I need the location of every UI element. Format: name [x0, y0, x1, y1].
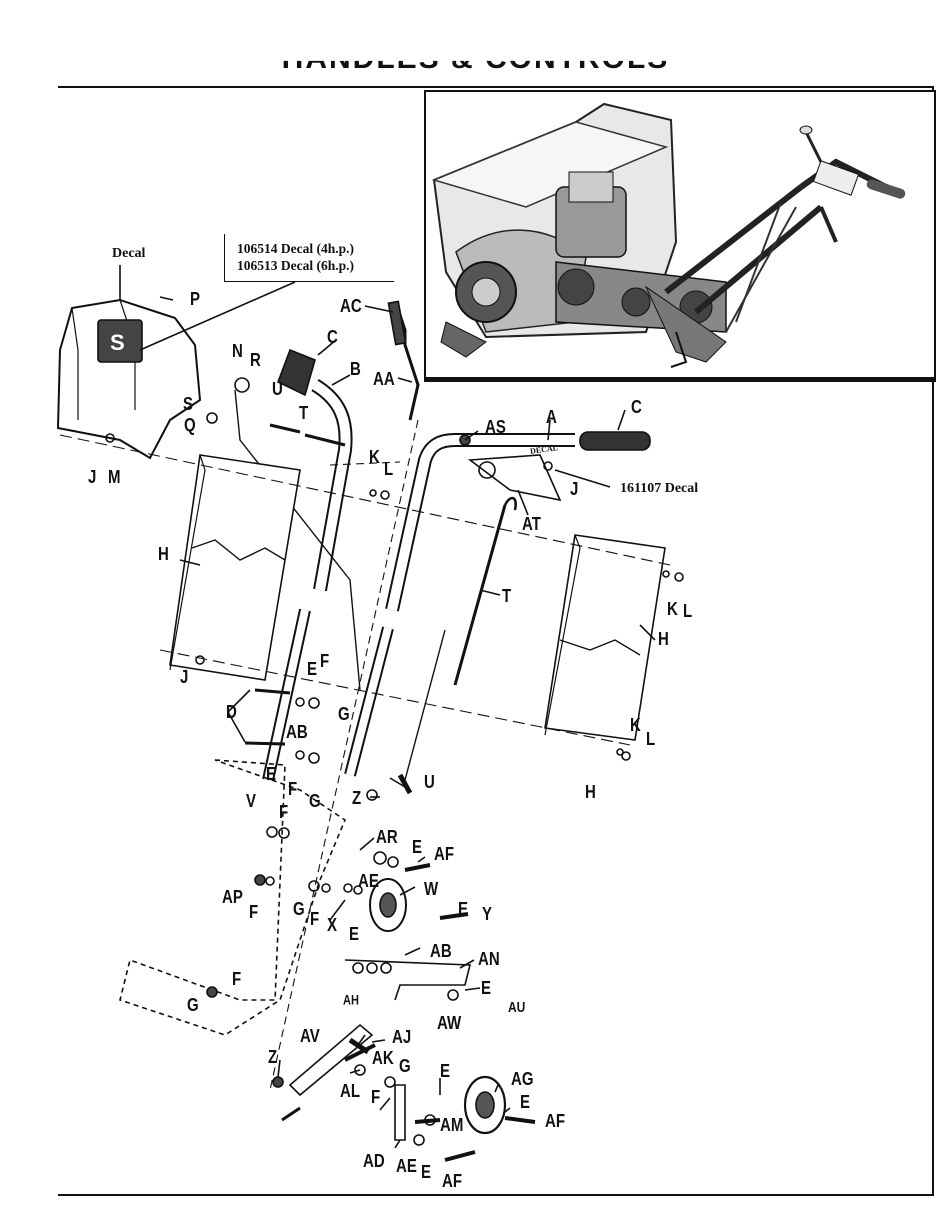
part-label-g4: G [187, 996, 199, 1015]
part-label-ab2: AB [430, 942, 452, 961]
part-label-m: M [108, 468, 121, 487]
part-label-n: N [232, 342, 243, 361]
part-label-e: E [307, 660, 317, 679]
part-label-b: B [350, 360, 361, 379]
svg-text:S: S [110, 330, 125, 355]
part-label-ar: AR [376, 828, 398, 847]
part-label-v: V [246, 792, 256, 811]
part-label-g3: G [293, 900, 305, 919]
part-label-aa: AA [373, 370, 395, 389]
part-label-l2: L [683, 602, 692, 621]
part-label-ak: AK [372, 1049, 394, 1068]
part-label-s: S [183, 395, 193, 414]
part-label-as: AS [485, 418, 506, 437]
part-label-e6: E [481, 979, 491, 998]
part-label-q: Q [184, 416, 196, 435]
part-label-u2: U [424, 773, 435, 792]
part-label-k2: K [667, 600, 678, 619]
part-label-af3: AF [442, 1172, 462, 1191]
part-label-j: J [88, 468, 96, 487]
part-label-h3: H [585, 783, 596, 802]
part-label-an: AN [478, 950, 500, 969]
part-label-k: K [369, 448, 380, 467]
part-label-ap: AP [222, 888, 243, 907]
part-label-e4: E [349, 925, 359, 944]
part-label-ab: AB [286, 723, 308, 742]
part-label-f4: F [249, 903, 258, 922]
part-label-ad: AD [363, 1152, 385, 1171]
part-label-e5: E [458, 900, 468, 919]
part-label-h2: H [658, 630, 669, 649]
part-label-t: T [299, 404, 308, 423]
part-label-c: C [327, 328, 338, 347]
part-label-z2: Z [268, 1048, 277, 1067]
part-label-au: AU [508, 998, 525, 1017]
part-label-e7: E [440, 1062, 450, 1081]
part-label-aj: AJ [392, 1028, 411, 1047]
part-label-f7: F [371, 1088, 380, 1107]
part-label-a: A [546, 408, 557, 427]
part-label-ag: AG [511, 1070, 534, 1089]
part-label-ac: AC [340, 297, 362, 316]
part-label-j3: J [180, 668, 188, 687]
part-label-l3: L [646, 730, 655, 749]
part-label-ae2: AE [396, 1157, 417, 1176]
part-label-ae: AE [358, 872, 379, 891]
part-label-af2: AF [545, 1112, 565, 1131]
part-label-al: AL [340, 1082, 360, 1101]
part-label-am: AM [440, 1116, 463, 1135]
part-label-h: H [158, 545, 169, 564]
part-label-e8: E [520, 1093, 530, 1112]
part-label-x: X [327, 916, 337, 935]
part-label-g: G [338, 705, 350, 724]
part-label-z: Z [352, 789, 361, 808]
part-label-p: P [190, 290, 200, 309]
part-label-k3: K [630, 716, 641, 735]
part-label-ah: AH [343, 992, 359, 1011]
part-label-f5: F [310, 910, 319, 929]
part-label-r: R [250, 351, 261, 370]
part-label-g2: G [309, 792, 321, 811]
part-label-f3: F [279, 803, 288, 822]
part-label-w: W [424, 880, 438, 899]
part-label-e3: E [412, 838, 422, 857]
part-label-y: Y [482, 905, 492, 924]
part-label-af: AF [434, 845, 454, 864]
part-label-at: AT [522, 515, 541, 534]
part-label-t2: T [502, 587, 511, 606]
part-label-f: F [320, 652, 329, 671]
part-label-aw: AW [437, 1014, 461, 1033]
part-label-f6: F [232, 970, 241, 989]
part-label-e9: E [421, 1163, 431, 1182]
part-label-u: U [272, 380, 283, 399]
part-label-j2: J [570, 480, 578, 499]
part-label-e2: E [266, 765, 276, 784]
part-label-c2: C [631, 398, 642, 417]
part-label-d: D [226, 703, 237, 722]
part-label-l: L [384, 460, 393, 479]
part-label-g5: G [399, 1057, 411, 1076]
part-label-av: AV [300, 1027, 320, 1046]
part-label-f2: F [288, 780, 297, 799]
